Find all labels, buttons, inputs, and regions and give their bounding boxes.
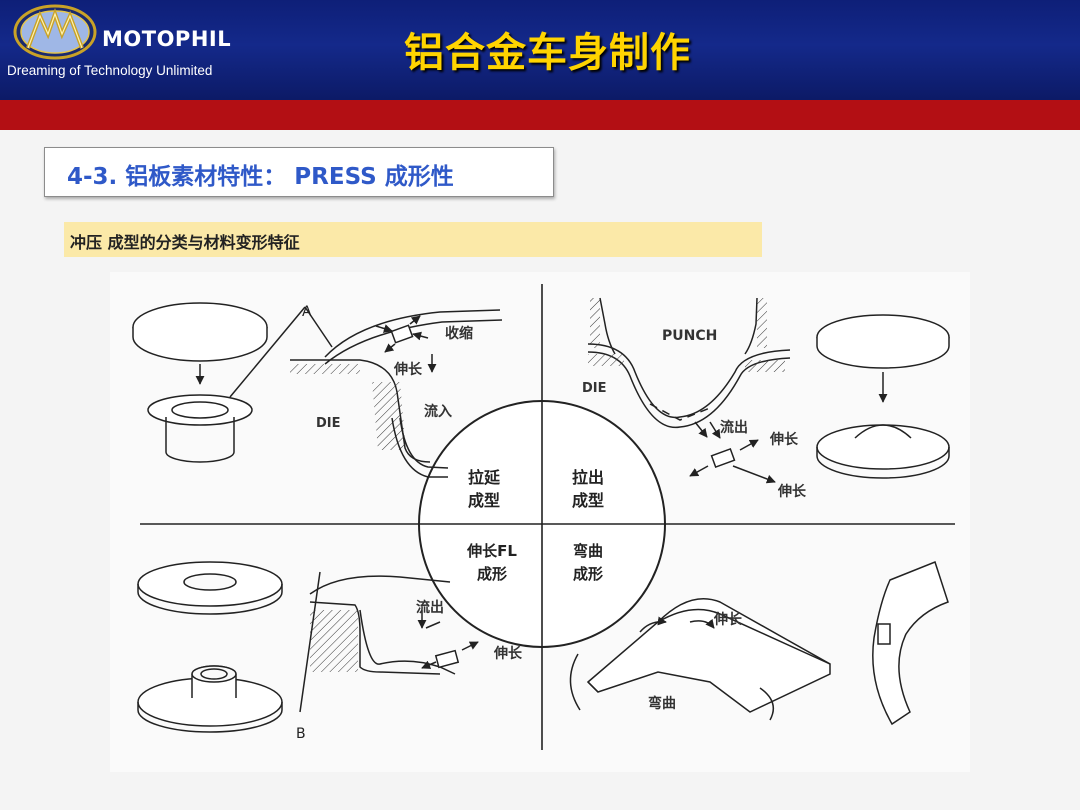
label-flange-1: 伸长FL	[466, 542, 517, 560]
label-stretch-tr-1: 伸长	[769, 431, 799, 448]
banner-text: 冲压 成型的分类与材料变形特征	[70, 233, 300, 252]
label-b: B	[296, 726, 306, 742]
label-punch: PUNCH	[662, 328, 717, 344]
label-stretch-1: 拉出	[572, 468, 604, 487]
brand-name: MOTOPHIL	[102, 27, 232, 51]
label-die-tl: DIE	[316, 416, 341, 431]
motophil-emblem-icon	[13, 4, 97, 60]
label-outflow-bl: 流出	[416, 599, 444, 616]
deck-title: 铝合金车身制作	[404, 30, 691, 76]
label-a: A	[302, 304, 312, 320]
label-drawing-1: 拉延	[468, 468, 501, 487]
stretch-flange-illustration	[137, 561, 479, 733]
label-die-tr: DIE	[582, 381, 607, 396]
label-bending-2: 成形	[573, 565, 603, 583]
header-bar: MOTOPHIL Dreaming of Technology Unlimite…	[0, 0, 1080, 100]
press-forming-diagram: 拉延 成型 拉出 成型 伸长FL 成形 弯曲 成形 A 收缩 伸长	[110, 272, 970, 772]
stretch-forming-illustration	[587, 297, 950, 484]
section-title: 4-3. 铝板素材特性： PRESS 成形性	[67, 164, 454, 190]
label-stretch-2: 成型	[572, 491, 604, 510]
section-title-box: 4-3. 铝板素材特性： PRESS 成形性	[44, 147, 554, 197]
label-inflow: 流入	[424, 403, 452, 420]
label-outflow-tr: 流出	[720, 419, 748, 436]
bending-illustration	[569, 561, 949, 726]
label-bending-1: 弯曲	[573, 542, 603, 560]
label-bend: 弯曲	[648, 695, 676, 712]
label-stretch-br: 伸长	[713, 611, 743, 628]
label-stretch-tr-2: 伸长	[777, 483, 807, 500]
deep-drawing-illustration	[132, 302, 503, 478]
label-stretch-tl: 伸长	[393, 361, 423, 378]
label-stretch-bl: 伸长	[493, 645, 523, 662]
accent-bar	[0, 100, 1080, 130]
brand-tagline: Dreaming of Technology Unlimited	[7, 63, 213, 78]
subtitle-banner: 冲压 成型的分类与材料变形特征	[64, 222, 762, 257]
label-flange-2: 成形	[477, 565, 507, 583]
label-shrink: 收缩	[445, 325, 473, 342]
label-drawing-2: 成型	[468, 491, 500, 510]
